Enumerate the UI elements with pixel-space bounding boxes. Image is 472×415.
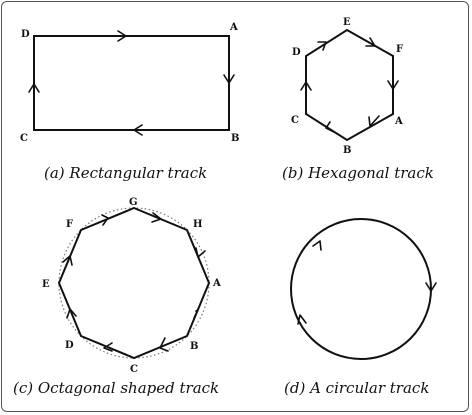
circular-track-panel: (d) A circular track bbox=[284, 218, 437, 397]
direction-arrow bbox=[223, 74, 235, 84]
caption-hexagonal: (b) Hexagonal track bbox=[282, 164, 434, 182]
caption-rectangular: (a) Rectangular track bbox=[44, 164, 207, 182]
caption-circular: (d) A circular track bbox=[284, 379, 429, 397]
direction-arrow bbox=[101, 214, 109, 226]
direction-arrow bbox=[387, 80, 399, 90]
vertex-label-h: H bbox=[193, 219, 202, 230]
direction-arrow bbox=[312, 240, 322, 251]
direction-arrow bbox=[193, 309, 199, 319]
vertex-label-b: B bbox=[190, 341, 198, 352]
vertex-label-f: F bbox=[396, 44, 403, 55]
direction-arrow bbox=[425, 282, 437, 292]
rectangular-track-panel: D A B C (a) Rectangular track bbox=[20, 22, 239, 182]
vertex-label-a: A bbox=[394, 116, 403, 127]
vertex-label-e: E bbox=[343, 17, 351, 28]
hexagonal-track-panel: E F A B C D (b) Hexagonal track bbox=[282, 17, 434, 182]
vertex-label-d: D bbox=[65, 340, 74, 351]
vertex-label-f: F bbox=[66, 219, 73, 230]
direction-arrow bbox=[300, 81, 312, 91]
hexagonal-track bbox=[305, 28, 394, 142]
direction-arrow bbox=[62, 255, 73, 266]
vertex-label-b: B bbox=[231, 133, 239, 144]
vertex-label-a: A bbox=[212, 278, 221, 289]
rectangular-track bbox=[33, 35, 230, 131]
direction-arrow bbox=[117, 30, 127, 42]
vertex-label-e: E bbox=[42, 279, 50, 290]
vertex-label-c: C bbox=[20, 133, 28, 144]
direction-arrow bbox=[66, 308, 77, 319]
vertex-label-d: D bbox=[21, 29, 30, 40]
vertex-label-a: A bbox=[229, 22, 238, 33]
octagonal-track-panel: G H A B C D E F (c) Octagonal shaped tra… bbox=[13, 197, 221, 397]
direction-arrow bbox=[195, 247, 206, 258]
direction-arrow bbox=[151, 212, 162, 223]
circular-track bbox=[290, 218, 432, 360]
direction-arrow bbox=[325, 121, 335, 133]
vertex-label-c: C bbox=[291, 115, 299, 126]
vertex-label-g: G bbox=[129, 197, 138, 208]
direction-arrow bbox=[103, 342, 113, 352]
caption-octagonal: (c) Octagonal shaped track bbox=[13, 379, 219, 397]
direction-arrow bbox=[365, 37, 376, 47]
direction-arrow bbox=[133, 124, 143, 136]
vertex-label-b: B bbox=[343, 145, 351, 156]
direction-arrow bbox=[297, 314, 307, 325]
direction-arrow bbox=[368, 115, 380, 127]
direction-arrow bbox=[28, 83, 40, 93]
vertex-label-c: C bbox=[130, 364, 138, 375]
octagonal-track bbox=[57, 206, 211, 360]
direction-arrow bbox=[317, 41, 327, 51]
vertex-label-d: D bbox=[292, 47, 301, 58]
direction-arrow bbox=[159, 337, 169, 352]
